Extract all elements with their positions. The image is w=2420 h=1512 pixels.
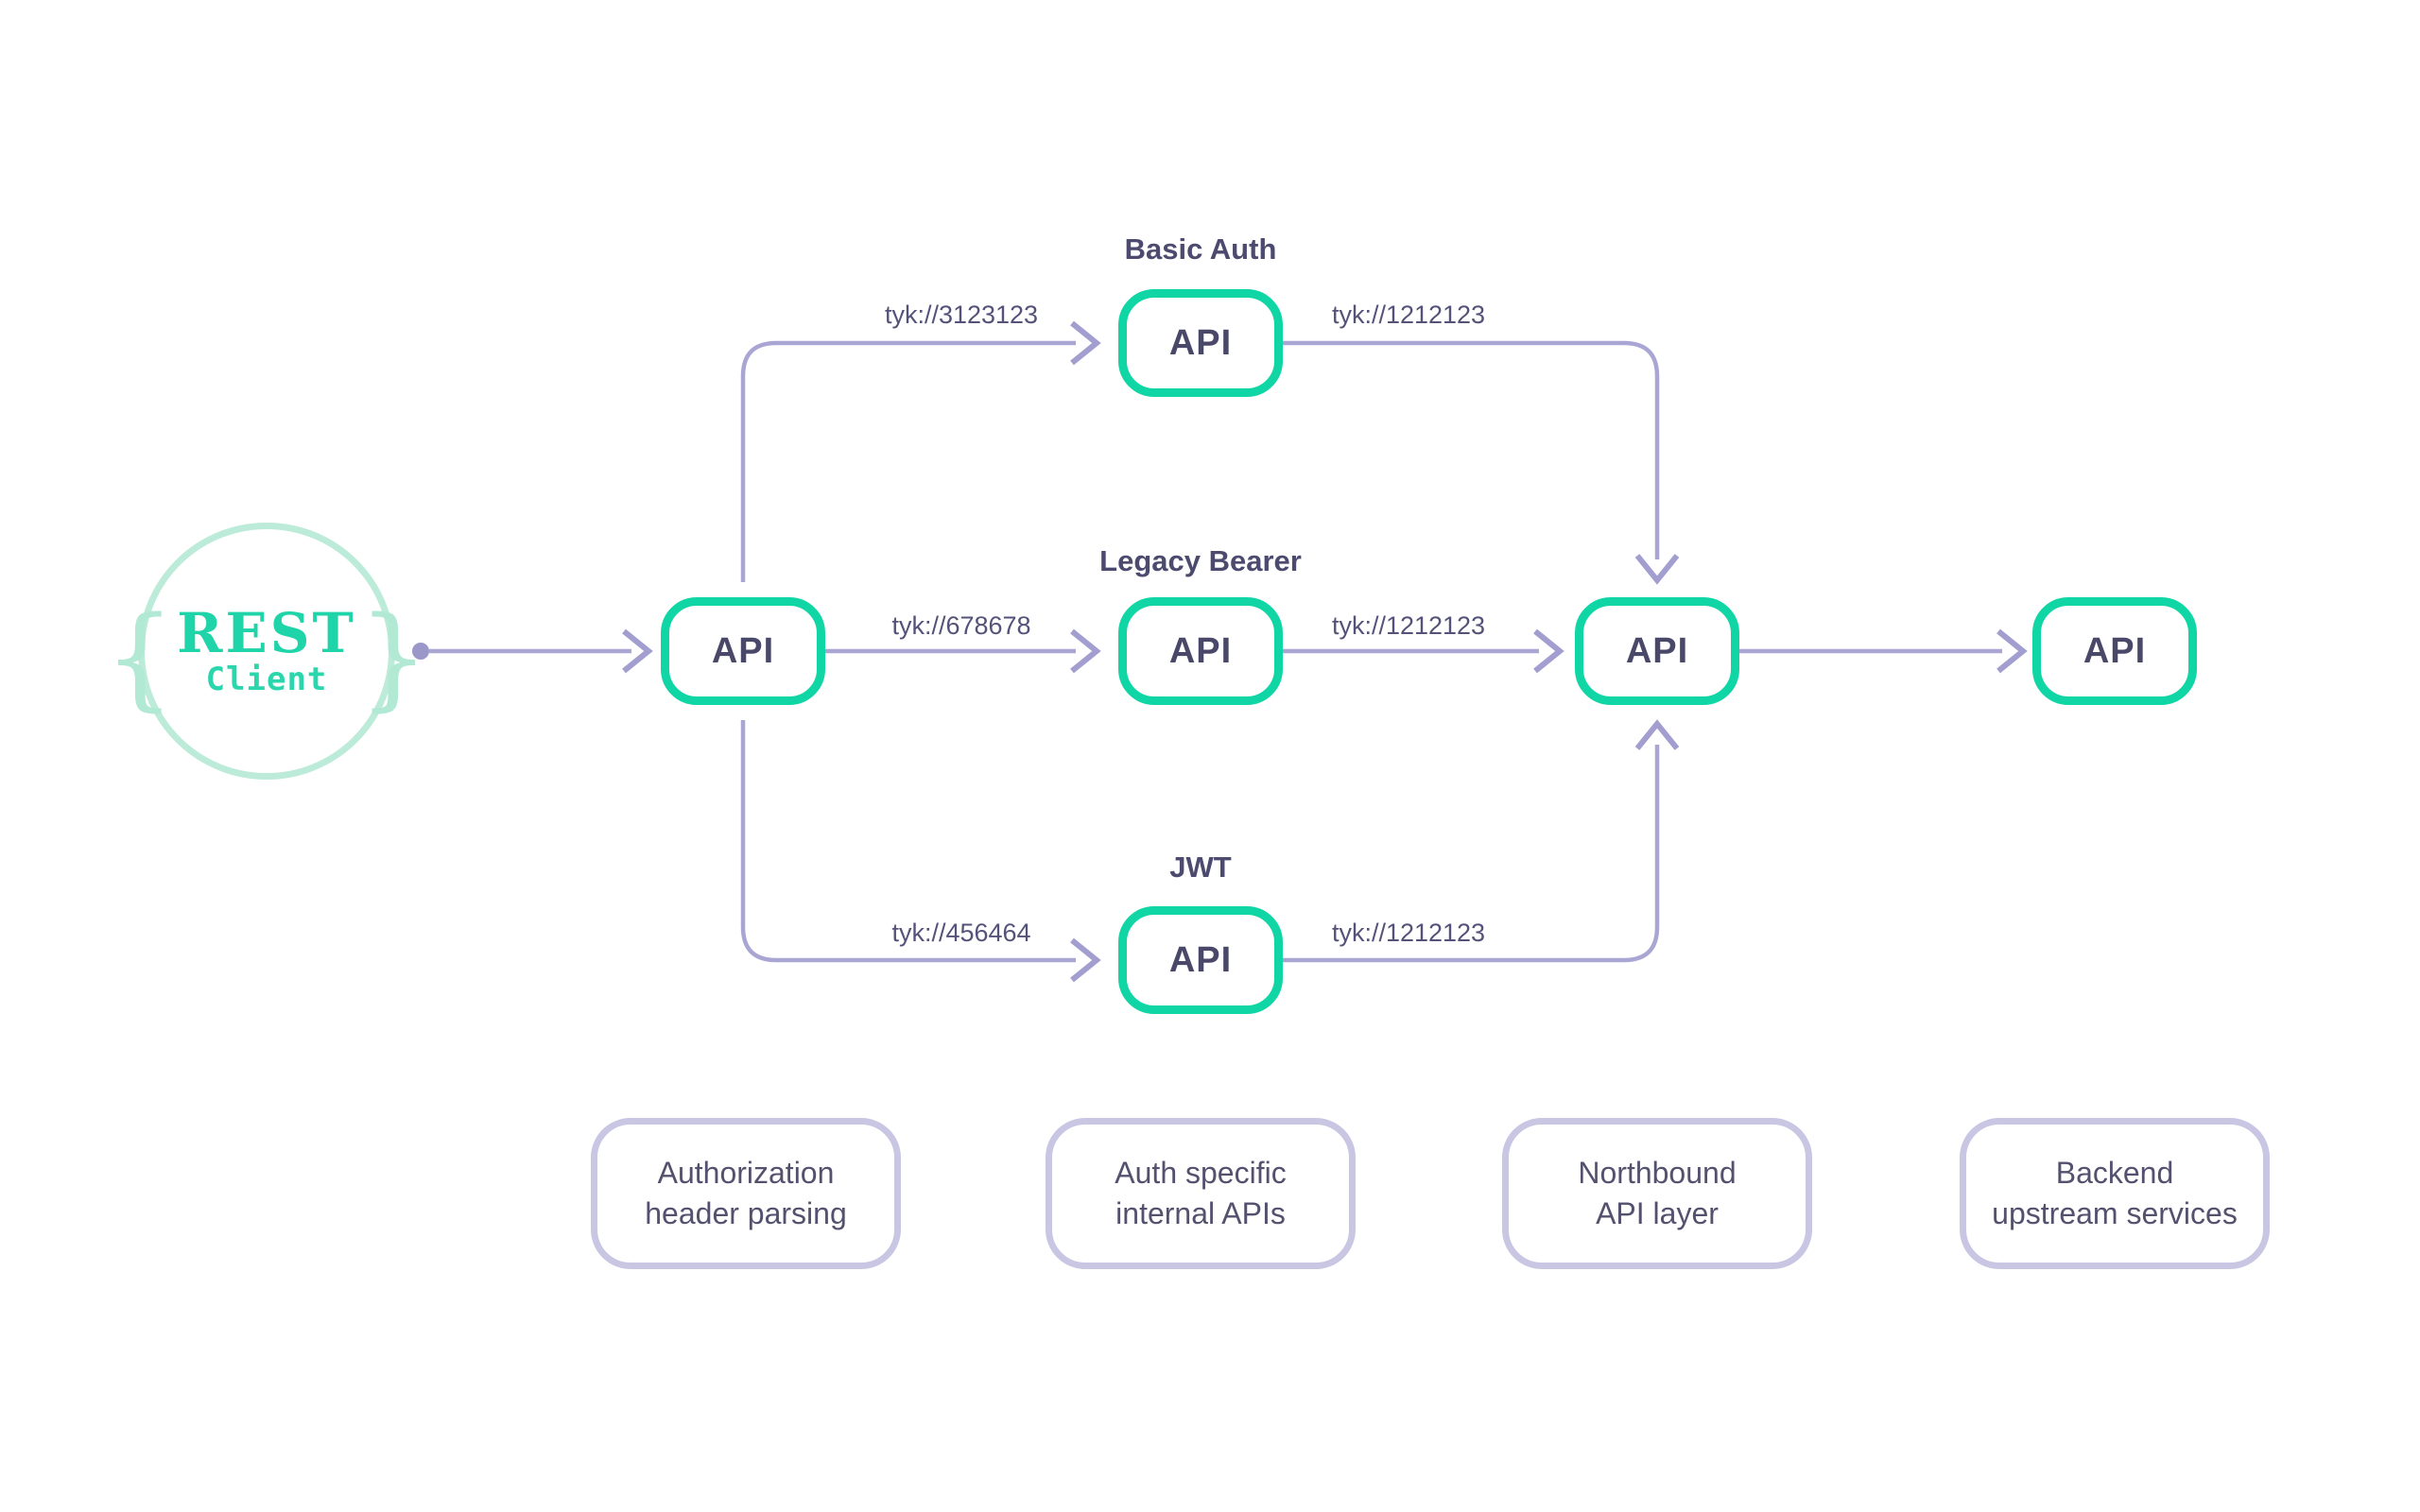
edge-label-to-jwt: tyk://456464 <box>891 919 1031 947</box>
api-node-label: API <box>1625 630 1689 671</box>
caption-line: upstream services <box>1992 1196 2238 1230</box>
caption-northbound-api-layer: Northbound API layer <box>1502 1118 1812 1269</box>
edge-label-basic-auth-out: tyk://1212123 <box>1331 301 1486 329</box>
api-node-entry: API <box>661 597 825 705</box>
api-node-backend: API <box>2032 597 2197 705</box>
api-node-basic-auth: API <box>1118 289 1283 397</box>
flow-title-jwt: JWT <box>1169 850 1232 884</box>
caption-line: Northbound <box>1578 1155 1737 1190</box>
caption-line: header parsing <box>645 1196 847 1230</box>
edge-label-legacy-bearer-out: tyk://1212123 <box>1331 611 1486 640</box>
caption-line: Auth specific <box>1115 1155 1287 1190</box>
edge-start-dot <box>412 643 429 660</box>
rest-client-text: REST Client <box>177 600 356 698</box>
api-node-label: API <box>1168 939 1233 980</box>
rest-client-title: REST <box>177 600 356 665</box>
caption-line: internal APIs <box>1115 1196 1286 1230</box>
rest-client-subtitle: Client <box>205 660 328 698</box>
arrow-right-icon <box>1070 320 1101 366</box>
arrow-down-icon <box>1634 554 1680 585</box>
arrow-up-icon <box>1634 719 1680 750</box>
edge-entry-to-jwt <box>740 720 1076 963</box>
caption-backend-upstream-services: Backend upstream services <box>1960 1118 2270 1269</box>
api-node-label: API <box>2083 630 2147 671</box>
arrow-right-icon <box>1996 628 2028 674</box>
api-node-northbound: API <box>1575 597 1739 705</box>
edge-basic-auth-to-northbound <box>1283 340 1660 559</box>
edge-label-to-basic-auth: tyk://3123123 <box>884 301 1039 329</box>
brace-left: { <box>104 592 176 722</box>
caption-line: Backend <box>2055 1155 2174 1190</box>
edge-jwt-to-northbound <box>1283 745 1660 963</box>
api-node-label: API <box>711 630 775 671</box>
arrow-right-icon <box>622 628 653 674</box>
flow-title-basic-auth: Basic Auth <box>1124 232 1277 266</box>
arrow-right-icon <box>1070 628 1101 674</box>
api-node-label: API <box>1168 630 1233 671</box>
edge-entry-to-basic-auth <box>740 340 1076 582</box>
caption-line: API layer <box>1596 1196 1719 1230</box>
arrow-right-icon <box>1533 628 1564 674</box>
rest-client-node: { REST Client } <box>104 523 429 780</box>
edge-label-jwt-out: tyk://1212123 <box>1331 919 1486 947</box>
flow-title-legacy-bearer: Legacy Bearer <box>1099 544 1302 577</box>
api-node-label: API <box>1168 322 1233 363</box>
edge-label-to-legacy-bearer: tyk://678678 <box>891 611 1031 640</box>
caption-line: Authorization <box>657 1155 835 1190</box>
arrow-right-icon <box>1070 937 1101 983</box>
caption-authorization-header-parsing: Authorization header parsing <box>591 1118 901 1269</box>
caption-auth-specific-internal-apis: Auth specific internal APIs <box>1046 1118 1356 1269</box>
brace-right: } <box>357 592 429 722</box>
api-node-legacy-bearer: API <box>1118 597 1283 705</box>
api-node-jwt: API <box>1118 906 1283 1014</box>
